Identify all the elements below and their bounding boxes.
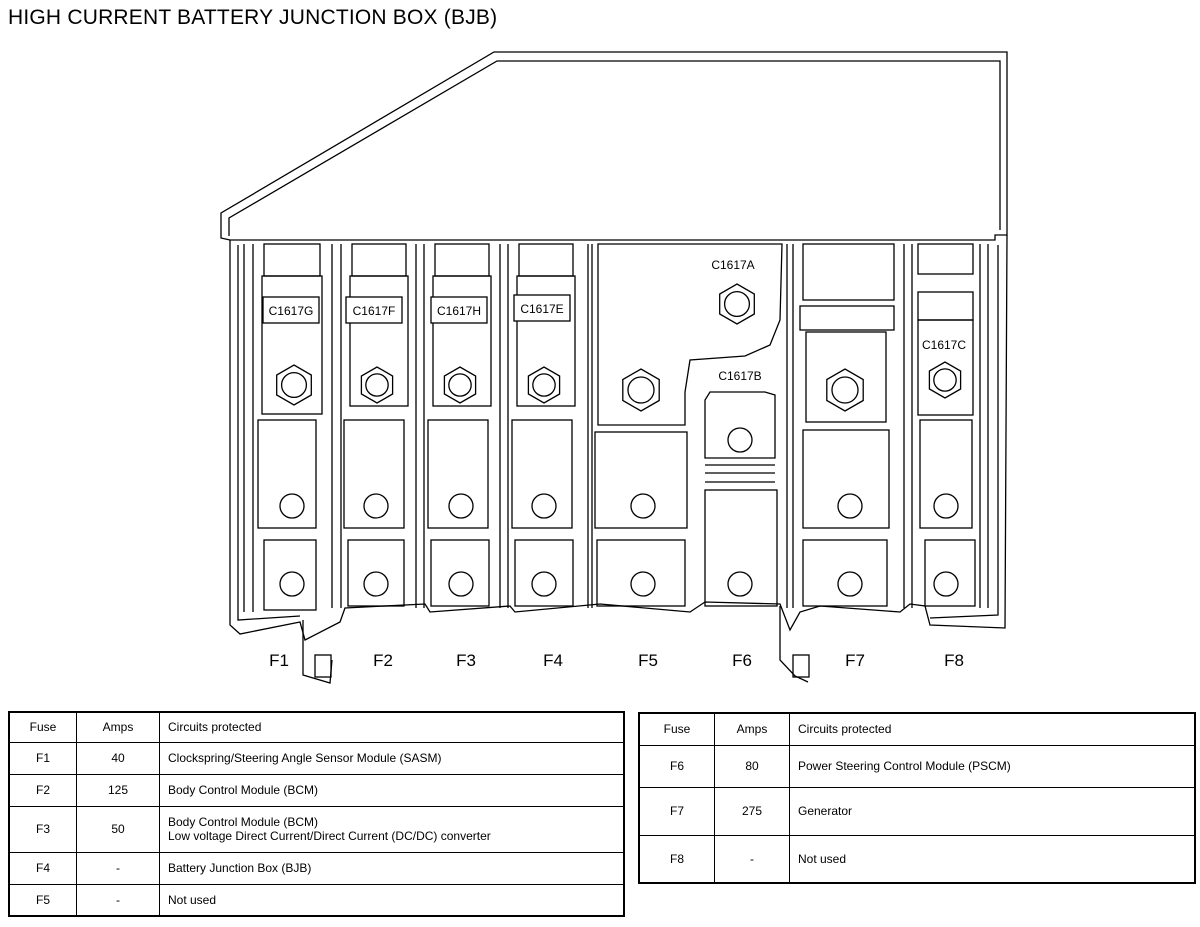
cell-fuse: F8 bbox=[638, 834, 715, 884]
svg-text:C1617F: C1617F bbox=[353, 304, 396, 318]
fuse-label-f6: F6 bbox=[732, 651, 752, 670]
hex-nut-icon bbox=[360, 366, 394, 404]
cell-fuse: F2 bbox=[8, 773, 77, 807]
cell-fuse: F4 bbox=[8, 851, 77, 885]
bolt-icon bbox=[279, 571, 305, 597]
connector-label-c1617g: C1617G bbox=[262, 296, 320, 324]
connector-label-c1617f: C1617F bbox=[345, 296, 403, 324]
connector-label-c1617b: C1617B bbox=[718, 369, 761, 383]
fuse-label-f3: F3 bbox=[456, 651, 476, 670]
cell-circuits: Power Steering Control Module (PSCM) bbox=[789, 744, 1196, 788]
fuse-label-f8: F8 bbox=[944, 651, 964, 670]
bolt-icon bbox=[363, 493, 389, 519]
connector-label-c1617h: C1617H bbox=[430, 296, 488, 324]
header-fuse: Fuse bbox=[8, 711, 77, 743]
fuse-group-f2 bbox=[331, 243, 409, 608]
cell-circuits: Not used bbox=[159, 883, 625, 917]
junction-box-diagram: C1617G C1617F C1617H C1617E C1617A C1617B C161… bbox=[220, 51, 1008, 684]
connector-label-c1617a: C1617A bbox=[711, 258, 754, 272]
header-amps: Amps bbox=[714, 712, 790, 746]
fuse-label-f5: F5 bbox=[638, 651, 658, 670]
cell-fuse: F1 bbox=[8, 741, 77, 775]
cell-circuits: Body Control Module (BCM) Low voltage Di… bbox=[159, 805, 625, 853]
cell-amps: 50 bbox=[76, 805, 160, 853]
cell-circuits: Battery Junction Box (BJB) bbox=[159, 851, 625, 885]
bolt-icon bbox=[837, 571, 863, 597]
table-row: F5- Not used bbox=[8, 883, 625, 917]
fuse-group-f5-f6 bbox=[587, 243, 794, 608]
bolt-icon bbox=[837, 493, 863, 519]
cell-fuse: F3 bbox=[8, 805, 77, 853]
fuse-group-f1 bbox=[243, 243, 323, 612]
bolt-icon bbox=[933, 493, 959, 519]
fuse-group-f4 bbox=[499, 243, 576, 608]
cell-fuse: F7 bbox=[638, 786, 715, 836]
hex-nut-icon bbox=[276, 364, 312, 406]
cell-circuits: Generator bbox=[789, 786, 1196, 836]
fuse-label-f1: F1 bbox=[269, 651, 289, 670]
svg-text:C1617G: C1617G bbox=[269, 304, 314, 318]
table-row: F4-Battery Junction Box (BJB) bbox=[8, 851, 625, 885]
cell-circuits: Clockspring/Steering Angle Sensor Module… bbox=[159, 741, 625, 775]
fuse-group-f7 bbox=[799, 243, 895, 607]
housing-top bbox=[220, 51, 1008, 241]
bolt-icon bbox=[448, 571, 474, 597]
cell-amps: 80 bbox=[714, 744, 790, 788]
cell-amps: 125 bbox=[76, 773, 160, 807]
bolt-icon bbox=[630, 493, 656, 519]
cell-fuse: F5 bbox=[8, 883, 77, 917]
svg-text:C1617H: C1617H bbox=[437, 304, 481, 318]
fuse-label-f7: F7 bbox=[845, 651, 865, 670]
svg-text:C1617B: C1617B bbox=[718, 369, 761, 383]
hex-nut-icon bbox=[719, 283, 755, 325]
bolt-icon bbox=[531, 493, 557, 519]
cell-amps: 40 bbox=[76, 741, 160, 775]
hex-nut-icon bbox=[443, 366, 477, 404]
svg-text:C1617A: C1617A bbox=[711, 258, 754, 272]
fuse-group-f3 bbox=[415, 243, 492, 608]
cell-circuits: Not used bbox=[789, 834, 1196, 884]
header-amps: Amps bbox=[76, 711, 160, 743]
connector-label-c1617c: C1617C bbox=[922, 338, 966, 352]
table-row: F8- Not used bbox=[638, 834, 1196, 884]
mounting-tab-right bbox=[792, 654, 810, 678]
hex-nut-icon bbox=[622, 368, 660, 412]
connector-label-c1617e: C1617E bbox=[513, 294, 571, 322]
hex-nut-icon bbox=[928, 361, 962, 399]
bolt-icon bbox=[630, 571, 656, 597]
bolt-icon bbox=[531, 571, 557, 597]
fuse-group-f8 bbox=[903, 243, 989, 608]
housing-body bbox=[229, 234, 1008, 641]
svg-text:C1617C: C1617C bbox=[922, 338, 966, 352]
bolt-icon bbox=[727, 427, 753, 453]
hex-nut-icon bbox=[527, 366, 561, 404]
bolt-icon bbox=[279, 493, 305, 519]
header-fuse: Fuse bbox=[638, 712, 715, 746]
bolt-icon bbox=[363, 571, 389, 597]
cell-circuits: Body Control Module (BCM) bbox=[159, 773, 625, 807]
bolt-icon bbox=[727, 571, 753, 597]
mounting-tab-left bbox=[314, 654, 332, 678]
svg-text:C1617E: C1617E bbox=[520, 302, 563, 316]
header-circuits: Circuits protected bbox=[159, 711, 625, 743]
bolt-icon bbox=[933, 571, 959, 597]
cell-amps: - bbox=[76, 883, 160, 917]
page-title: HIGH CURRENT BATTERY JUNCTION BOX (BJB) bbox=[8, 6, 498, 29]
bolt-icon bbox=[448, 493, 474, 519]
hex-nut-icon bbox=[826, 368, 864, 412]
cell-fuse: F6 bbox=[638, 744, 715, 788]
fuse-label-f4: F4 bbox=[543, 651, 563, 670]
cell-amps: - bbox=[714, 834, 790, 884]
fuse-label-f2: F2 bbox=[373, 651, 393, 670]
header-circuits: Circuits protected bbox=[789, 712, 1196, 746]
cell-amps: 275 bbox=[714, 786, 790, 836]
cell-amps: - bbox=[76, 851, 160, 885]
